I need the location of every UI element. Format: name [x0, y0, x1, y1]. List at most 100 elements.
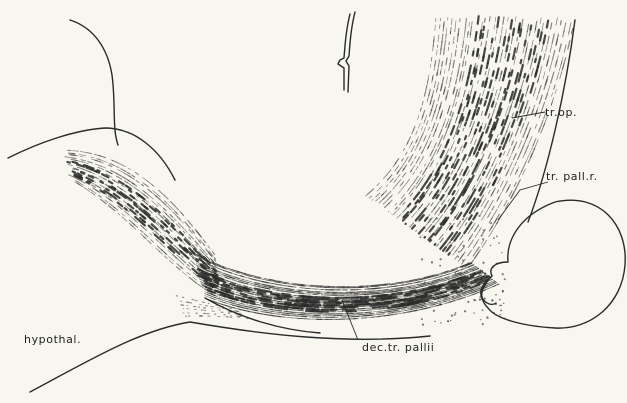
fiber-stroke: [403, 207, 408, 213]
fiber-stroke: [88, 162, 93, 163]
fiber-stroke: [287, 296, 291, 297]
fiber-stroke: [484, 101, 485, 105]
fiber-stroke: [136, 211, 138, 212]
fiber-stroke: [181, 240, 185, 244]
fiber-stroke: [394, 311, 400, 312]
stipple-dot: [433, 310, 435, 312]
fiber-stroke: [525, 48, 527, 57]
fiber-stroke: [407, 189, 409, 192]
fiber-stroke: [539, 66, 542, 76]
fiber-stroke: [306, 288, 313, 289]
fiber-stroke: [446, 77, 448, 84]
stipple-dot: [482, 309, 484, 311]
fiber-stroke: [372, 200, 373, 201]
fiber-stroke: [456, 89, 458, 96]
fiber-stroke: [446, 123, 448, 127]
stipple-dot: [479, 272, 481, 274]
fiber-stroke: [467, 51, 468, 54]
fiber-stroke: [443, 23, 444, 31]
fiber-stroke: [110, 164, 115, 166]
fiber-stroke: [444, 48, 445, 54]
fiber-stroke: [416, 131, 417, 134]
fiber-stroke: [498, 200, 502, 207]
fiber-stroke: [192, 265, 195, 268]
fiber-stroke: [498, 178, 501, 184]
stipple-dot: [432, 289, 434, 291]
fiber-stroke: [513, 89, 516, 99]
fiber-stroke: [150, 196, 154, 199]
fiber-stroke: [161, 240, 164, 243]
fiber-stroke: [438, 35, 439, 42]
fiber-stroke: [415, 156, 417, 159]
stipple-dot: [438, 287, 440, 289]
fiber-stroke: [405, 295, 411, 296]
fiber-stroke: [491, 109, 494, 118]
stipple-dot: [479, 298, 481, 300]
stipple-dot: [482, 238, 484, 240]
fiber-stroke: [500, 35, 501, 43]
fiber-stroke: [437, 180, 439, 183]
fiber-stroke: [495, 103, 497, 108]
fiber-stroke: [487, 63, 488, 68]
fiber-stroke: [175, 206, 179, 210]
fiber-stroke: [419, 227, 424, 233]
fiber-stroke: [143, 217, 145, 219]
fiber-stroke: [99, 195, 101, 197]
fiber-stroke: [540, 120, 543, 128]
fiber-stroke: [218, 275, 223, 277]
fiber-stroke: [431, 157, 433, 160]
fiber-stroke: [468, 251, 472, 256]
fiber-stroke: [265, 288, 270, 289]
fiber-stroke: [387, 177, 390, 181]
fiber-stroke: [419, 147, 421, 150]
fiber-stroke: [467, 112, 470, 120]
fiber-stroke: [433, 129, 436, 136]
leader-tr-pall-r: [498, 182, 548, 220]
fiber-stroke: [387, 196, 391, 200]
fiber-stroke: [142, 184, 144, 185]
fiber-stroke: [412, 130, 413, 133]
stipple-dot: [469, 278, 470, 279]
fiber-stroke: [515, 128, 518, 136]
fiber-stroke: [403, 297, 407, 298]
fiber-stroke: [176, 257, 180, 260]
fiber-stroke: [379, 309, 384, 310]
fiber-stroke: [126, 186, 131, 189]
fiber-stroke: [450, 111, 451, 116]
fiber-stroke: [377, 183, 379, 185]
fiber-stroke: [500, 181, 503, 187]
fiber-stroke: [193, 277, 197, 280]
fiber-stroke: [503, 145, 505, 149]
fiber-stroke: [559, 44, 561, 52]
fiber-stroke: [118, 192, 120, 193]
fiber-stroke: [467, 102, 468, 106]
fiber-stroke: [552, 50, 554, 60]
fiber-stroke: [168, 204, 174, 210]
stipple-dot: [440, 224, 442, 226]
fiber-stroke: [550, 45, 552, 52]
fiber-stroke: [453, 191, 455, 194]
fiber-stroke: [481, 240, 484, 244]
stipple-dot: [442, 221, 444, 223]
fiber-stroke: [150, 233, 152, 235]
fiber-stroke: [551, 72, 554, 83]
fiber-stroke: [143, 228, 146, 231]
fiber-stroke: [446, 58, 447, 65]
fiber-stroke: [169, 235, 171, 237]
fiber-stroke: [477, 108, 479, 115]
fiber-stroke: [161, 226, 163, 228]
fiber-stroke: [455, 117, 457, 123]
stipple-dot: [483, 229, 485, 231]
fiber-stroke: [377, 312, 384, 313]
fiber-stroke: [511, 146, 515, 154]
fiber-stroke: [463, 107, 464, 111]
fiber-stroke: [291, 287, 296, 288]
fiber-stroke: [445, 142, 447, 148]
fiber-stroke: [263, 282, 269, 283]
fiber-stroke: [400, 198, 406, 205]
fiber-stroke: [267, 302, 272, 303]
fiber-stroke: [247, 281, 252, 282]
fiber-stroke: [417, 142, 419, 147]
fiber-stroke: [410, 193, 412, 196]
fiber-stroke: [231, 307, 234, 308]
